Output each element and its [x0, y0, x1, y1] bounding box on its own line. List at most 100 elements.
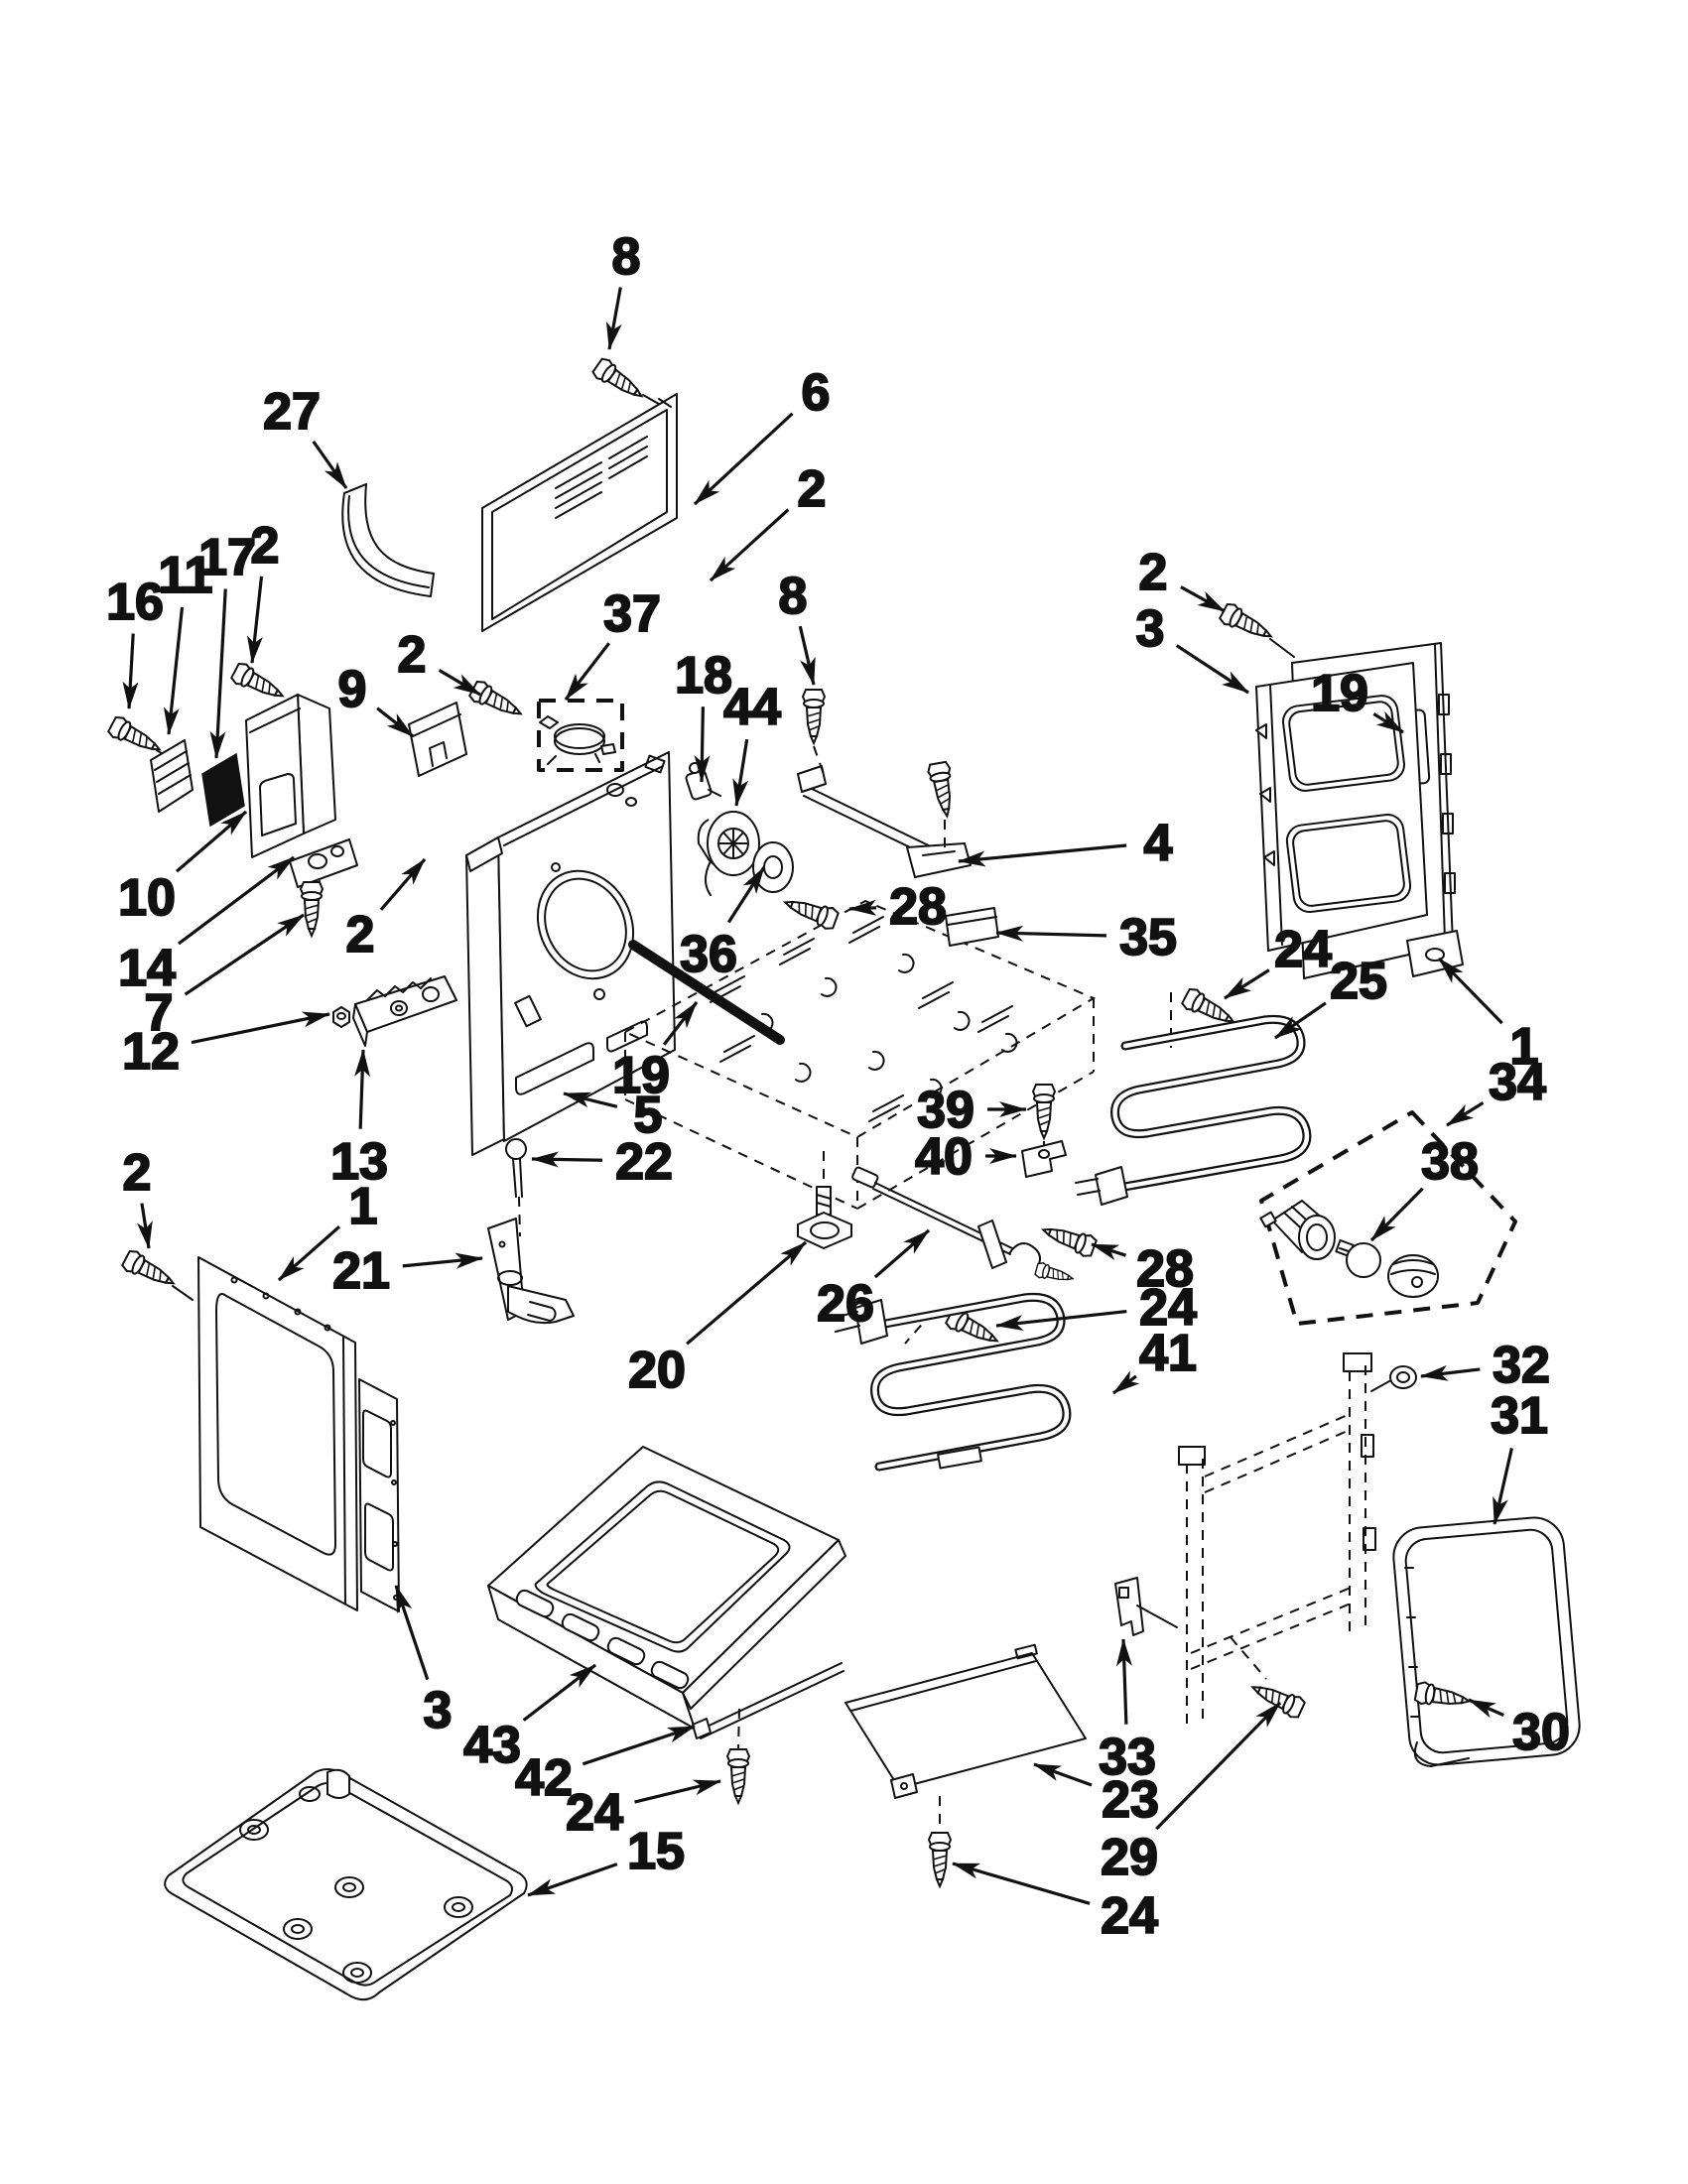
callout-2-3: 2 — [709, 459, 827, 582]
callout-31-46: 31 — [1490, 1386, 1549, 1525]
bracket-9 — [408, 702, 467, 777]
callout-15-56: 15 — [527, 1822, 686, 1897]
screw-24-trim — [726, 1748, 750, 1804]
callout-arrow — [531, 1151, 603, 1168]
callout-2-26: 2 — [122, 1143, 153, 1249]
callout-number: 35 — [1119, 909, 1177, 966]
callout-number: 4 — [1144, 815, 1173, 872]
callout-number: 5 — [634, 1087, 663, 1144]
callout-number: 7 — [145, 984, 174, 1042]
callout-number: 2 — [346, 906, 375, 964]
callout-39-40: 39 — [916, 1081, 1027, 1140]
callout-arrow — [952, 1862, 1091, 1905]
callout-33-48: 33 — [1098, 1638, 1157, 1787]
heat-shield-35 — [945, 907, 999, 947]
callout-8-0: 8 — [605, 227, 641, 350]
callout-arrow — [1369, 1187, 1424, 1242]
callout-arrow — [312, 440, 348, 489]
callout-arrow — [1033, 1762, 1093, 1787]
callout-arrow — [191, 1011, 330, 1045]
callout-3-52: 3 — [394, 1585, 453, 1740]
bake-element-25 — [1075, 1014, 1312, 1206]
callout-number: 18 — [675, 647, 732, 705]
callout-arrow — [163, 606, 185, 735]
hinge-bracket-21 — [487, 1218, 575, 1325]
callout-16-8: 16 — [105, 573, 165, 709]
callout-number: 2 — [398, 626, 427, 684]
callout-42-54: 42 — [514, 1725, 696, 1808]
callout-arrow — [527, 1863, 618, 1897]
callout-arrow — [798, 625, 816, 686]
callout-number: 6 — [802, 364, 831, 422]
callout-5-21: 5 — [563, 1086, 663, 1145]
screw-28-side — [780, 891, 841, 933]
callout-arrow — [732, 738, 749, 807]
insulation-17 — [201, 752, 245, 828]
vent-duct-27 — [341, 483, 435, 597]
rack-guide-frame-29 — [1178, 1352, 1376, 1725]
callout-arrow — [1155, 1701, 1282, 1831]
bottom-pan-15 — [164, 1768, 528, 2001]
callout-number: 26 — [817, 1275, 874, 1333]
callout-number: 3 — [424, 1682, 453, 1739]
callout-1-37: 1 — [1437, 957, 1539, 1077]
callout-arrow — [1224, 968, 1270, 1000]
callout-24-43: 24 — [995, 1278, 1198, 1338]
callout-29-50: 29 — [1100, 1701, 1282, 1887]
callout-number: 20 — [628, 1342, 686, 1399]
callout-number: 28 — [889, 878, 947, 936]
fan-cover-36 — [752, 841, 794, 893]
callout-arrow — [122, 633, 139, 709]
light-socket — [1259, 1200, 1336, 1260]
callout-arrow — [726, 866, 766, 924]
callout-number: 22 — [615, 1133, 673, 1191]
callout-21-25: 21 — [331, 1241, 483, 1301]
callout-arrow — [605, 287, 622, 350]
callout-4-32: 4 — [958, 814, 1174, 873]
callout-34-38: 34 — [1446, 1053, 1547, 1127]
callout-number: 12 — [122, 1023, 180, 1081]
callout-number: 10 — [118, 869, 176, 927]
callout-1-24: 1 — [277, 1177, 378, 1282]
callout-arrow — [136, 1203, 153, 1249]
callout-arrow — [634, 1779, 721, 1804]
callout-arrow — [379, 857, 427, 911]
rear-panel-5 — [465, 751, 676, 1156]
screw-29 — [1230, 1636, 1308, 1722]
callout-number: 43 — [463, 1717, 521, 1774]
callout-38-39: 38 — [1369, 1132, 1480, 1242]
callout-arrow — [522, 1663, 596, 1722]
callout-number: 1 — [1510, 1018, 1539, 1076]
callout-number: 39 — [917, 1082, 974, 1139]
callout-number: 30 — [1512, 1704, 1570, 1761]
terminal-block-13 — [352, 975, 457, 1047]
callout-2-18: 2 — [345, 857, 427, 964]
callout-arrow — [564, 642, 611, 701]
side-shield-10 — [245, 694, 336, 858]
callout-number: 11 — [159, 547, 213, 604]
callout-number: 19 — [612, 1047, 670, 1104]
callout-arrow — [1420, 1364, 1481, 1381]
callout-2-11: 2 — [246, 516, 280, 664]
callout-arrow — [563, 1092, 618, 1108]
callout-arrow — [1437, 957, 1503, 1025]
rear-access-panel-6 — [481, 393, 678, 632]
callout-arrow — [995, 925, 1107, 942]
cooktop-dashed — [622, 899, 1097, 1210]
callout-number: 21 — [332, 1242, 390, 1300]
callout-24-51: 24 — [952, 1862, 1159, 1946]
callout-number: 2 — [798, 460, 827, 518]
leveling-leg-20 — [797, 1151, 852, 1249]
callout-number: 14 — [118, 940, 176, 997]
callout-number: 24 — [1274, 921, 1332, 978]
callout-arrow — [178, 855, 295, 946]
callout-arrow — [1180, 585, 1226, 613]
callout-32-45: 32 — [1420, 1336, 1551, 1395]
light-bulb — [1335, 1238, 1381, 1278]
callout-19-31: 19 — [1310, 664, 1404, 734]
callout-number: 13 — [330, 1133, 388, 1191]
callout-arrow — [1175, 644, 1249, 695]
callout-number: 9 — [338, 661, 367, 718]
callout-number: 27 — [263, 383, 321, 441]
screw-7 — [300, 881, 324, 937]
